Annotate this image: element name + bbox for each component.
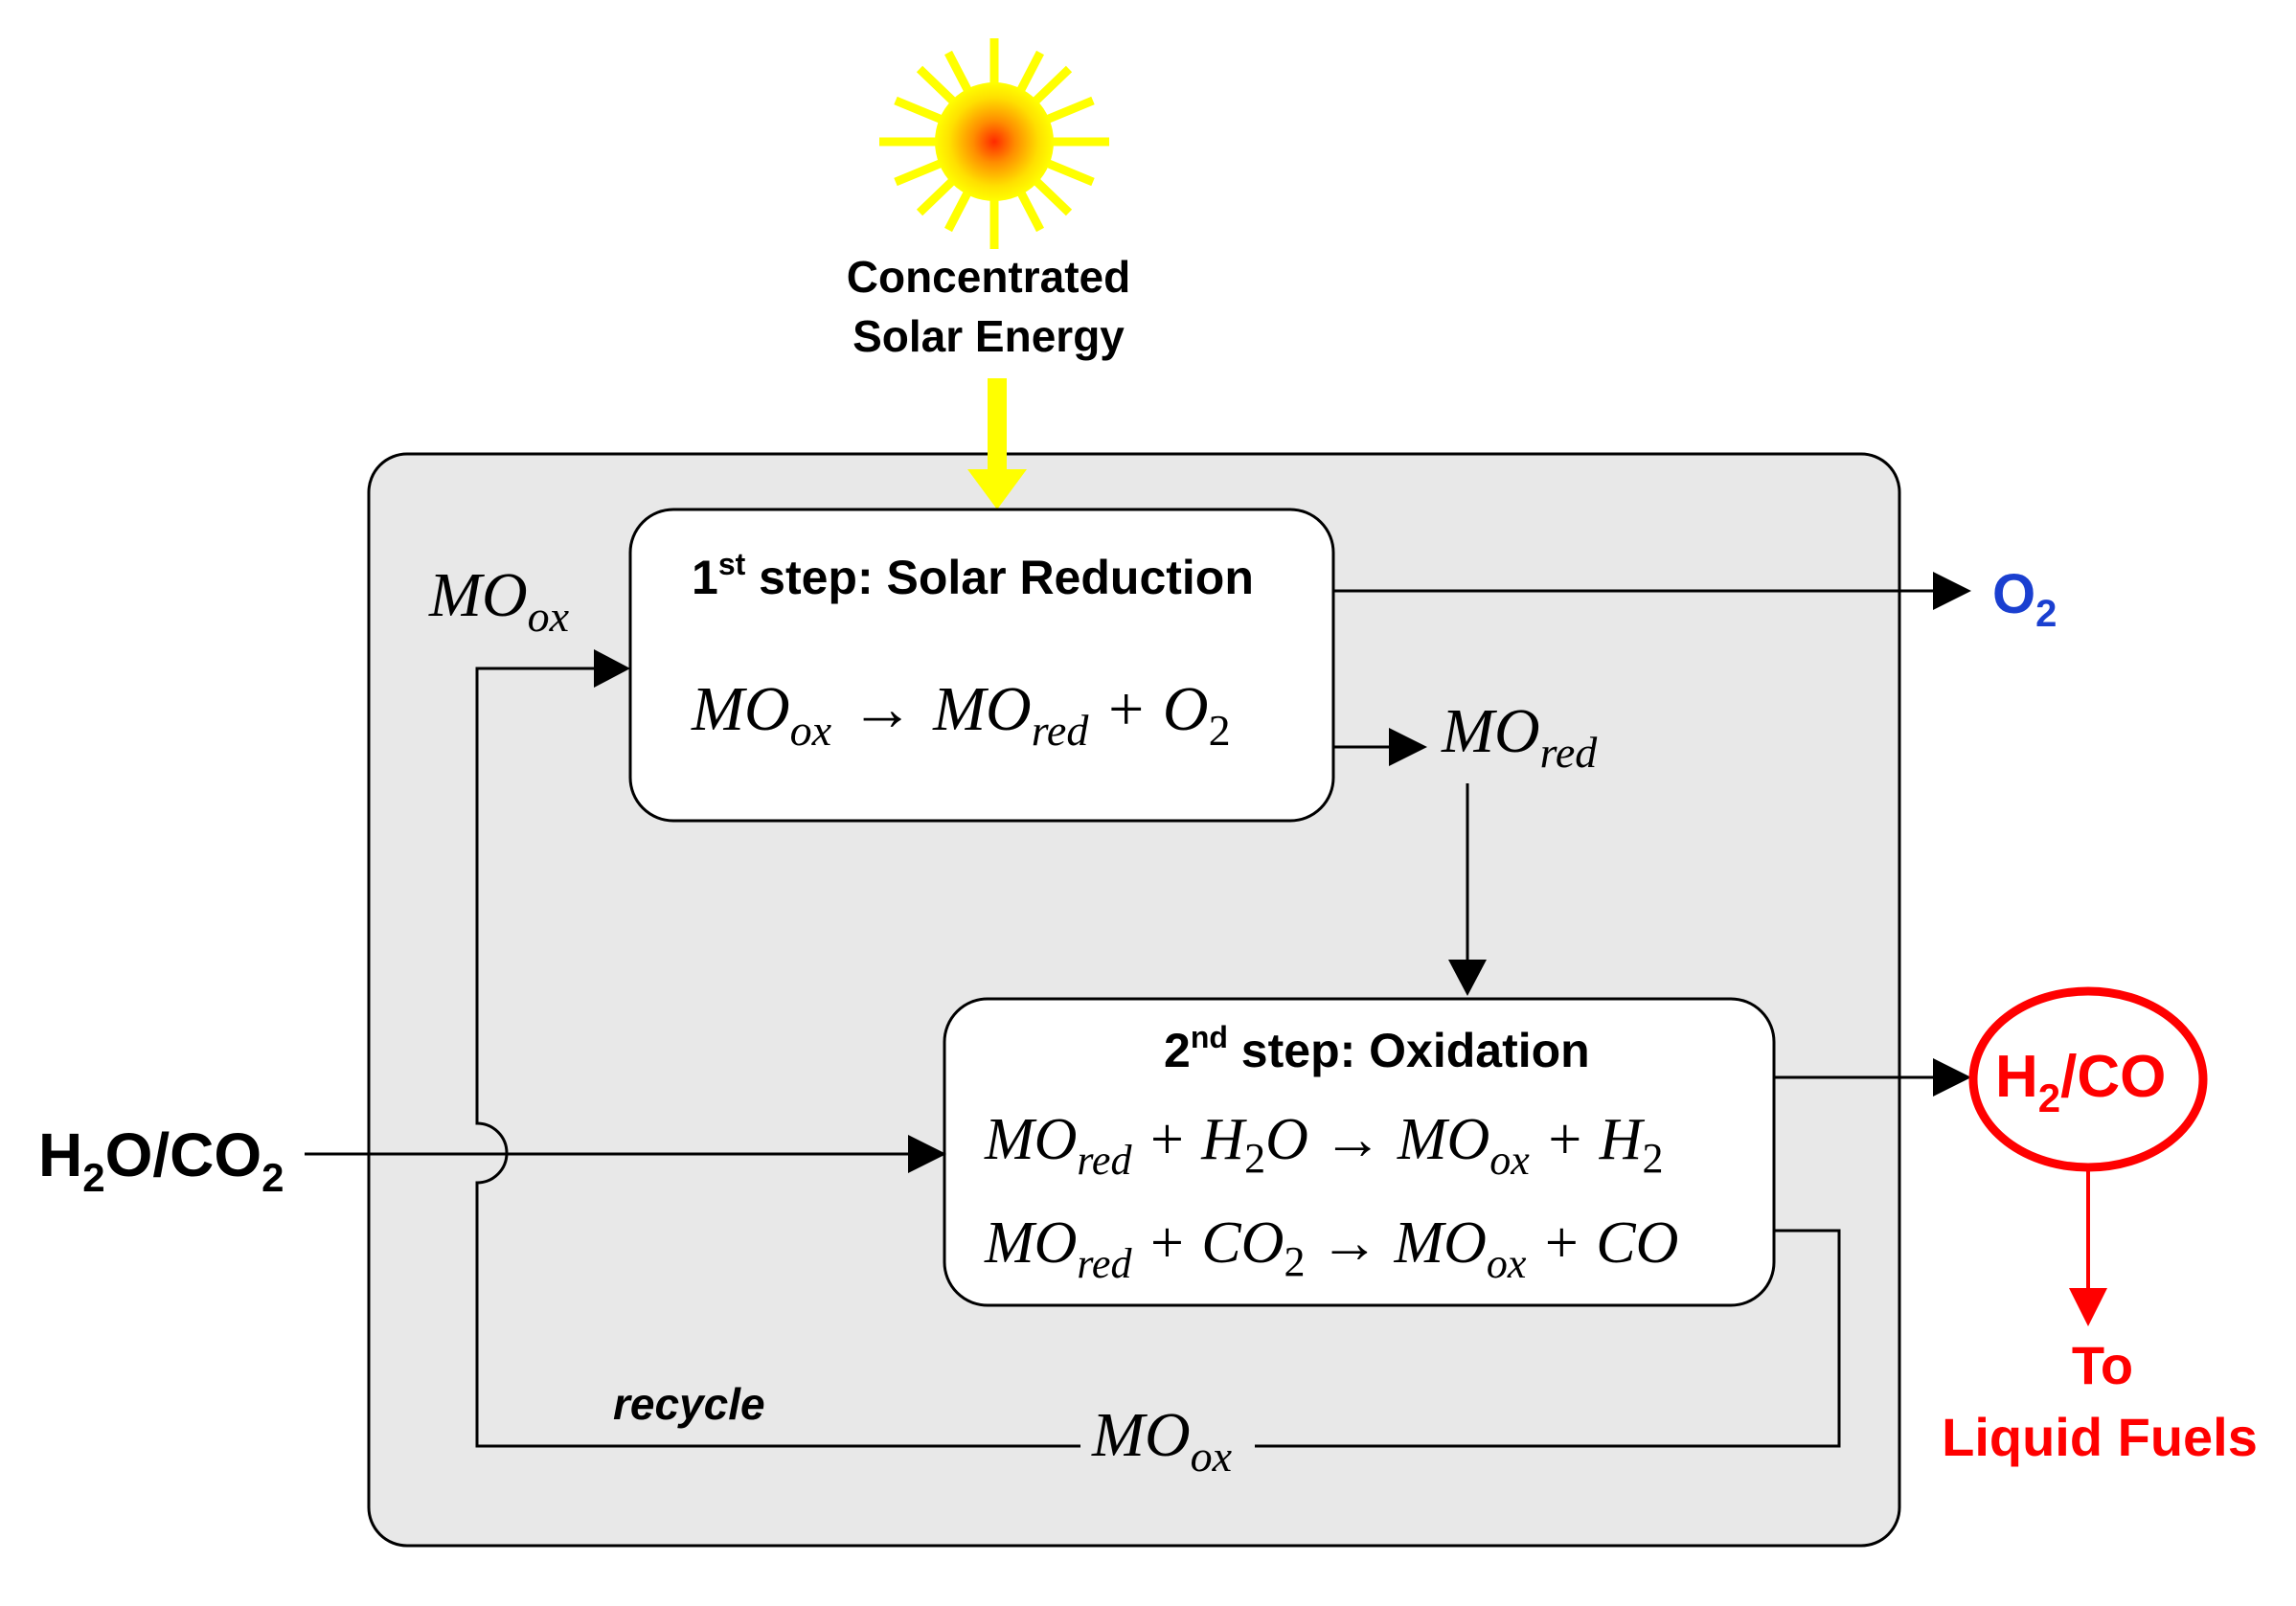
step2-title: 2nd step: Oxidation [1164,1020,1590,1077]
recycle-arrowhead [594,649,630,688]
h2o-co2-label: H2O/CO2 [38,1120,284,1200]
step2-equation-2: MOred + CO2 → MOox + CO [984,1210,1678,1287]
to-fuels-line2: Liquid Fuels [1942,1407,2258,1467]
to-fuels-arrowhead [2069,1288,2107,1326]
o2-arrowhead [1933,572,1971,610]
mo-ox-input-label: MOox [428,560,570,641]
mo-ox-recycle-label: MOox [1091,1400,1233,1481]
to-fuels-line1: To [2072,1335,2133,1395]
h2o-co2-arrowhead [908,1135,946,1173]
step2-box [943,997,1776,1307]
solar-label-line2: Solar Energy [852,311,1125,361]
mo-red-label: MOred [1441,696,1598,777]
h2-co-arrowhead [1933,1058,1971,1097]
solar-energy-arrow [967,378,1027,509]
h2-co-label: H2/CO [1995,1044,2166,1120]
mo-red-to-step2-arrowhead [1448,960,1487,996]
step1-equation: MOox→MOred + O2 [691,674,1231,755]
step1-box [628,508,1335,823]
o2-label: O2 [1992,563,2057,635]
mo-red-arrowhead [1389,728,1427,766]
step2-equation-1: MOred + H2O → MOox + H2 [984,1107,1663,1184]
recycle-label: recycle [613,1379,765,1429]
sun-icon [879,38,1109,249]
solar-label-line1: Concentrated [847,252,1130,302]
step1-title: 1st step: Solar Reduction [692,547,1254,604]
